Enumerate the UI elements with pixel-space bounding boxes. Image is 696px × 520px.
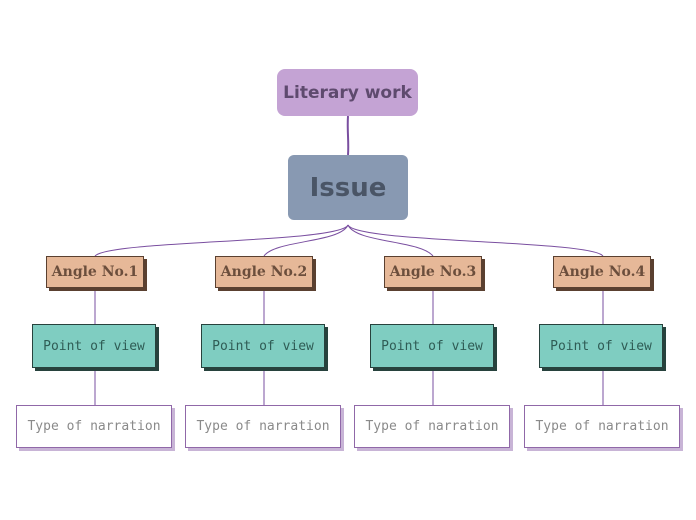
angle-node-1[interactable]: Angle No.1 xyxy=(46,256,144,288)
narration-node-4[interactable]: Type of narration xyxy=(524,405,680,448)
angle-node-2[interactable]: Angle No.2 xyxy=(215,256,313,288)
point-of-view-node-3[interactable]: Point of view xyxy=(370,324,494,368)
connector-central-angle-1 xyxy=(94,224,349,257)
point-of-view-node-1[interactable]: Point of view xyxy=(32,324,156,368)
point-of-view-label: Point of view xyxy=(550,338,652,354)
narration-node-1[interactable]: Type of narration xyxy=(16,405,172,448)
angle-label: Angle No.3 xyxy=(389,264,477,280)
connector-central-angle-4 xyxy=(347,224,604,257)
point-of-view-label: Point of view xyxy=(381,338,483,354)
connector-root-central xyxy=(346,115,350,156)
angle-node-4[interactable]: Angle No.4 xyxy=(553,256,651,288)
narration-label: Type of narration xyxy=(365,419,499,434)
narration-node-2[interactable]: Type of narration xyxy=(185,405,341,448)
narration-label: Type of narration xyxy=(27,419,161,434)
central-topic-label: Issue xyxy=(309,172,387,203)
angle-label: Angle No.2 xyxy=(220,264,308,280)
narration-label: Type of narration xyxy=(535,419,669,434)
connector-central-angle-2 xyxy=(263,224,349,257)
root-topic-label: Literary work xyxy=(283,82,412,103)
point-of-view-node-4[interactable]: Point of view xyxy=(539,324,663,368)
root-topic-literary-work[interactable]: Literary work xyxy=(277,69,418,116)
angle-node-3[interactable]: Angle No.3 xyxy=(384,256,482,288)
connector-central-angle-3 xyxy=(347,224,434,257)
angle-label: Angle No.4 xyxy=(558,264,646,280)
narration-label: Type of narration xyxy=(196,419,330,434)
point-of-view-node-2[interactable]: Point of view xyxy=(201,324,325,368)
angle-label: Angle No.1 xyxy=(51,264,139,280)
point-of-view-label: Point of view xyxy=(212,338,314,354)
central-topic-issue[interactable]: Issue xyxy=(288,155,408,220)
point-of-view-label: Point of view xyxy=(43,338,145,354)
narration-node-3[interactable]: Type of narration xyxy=(354,405,510,448)
